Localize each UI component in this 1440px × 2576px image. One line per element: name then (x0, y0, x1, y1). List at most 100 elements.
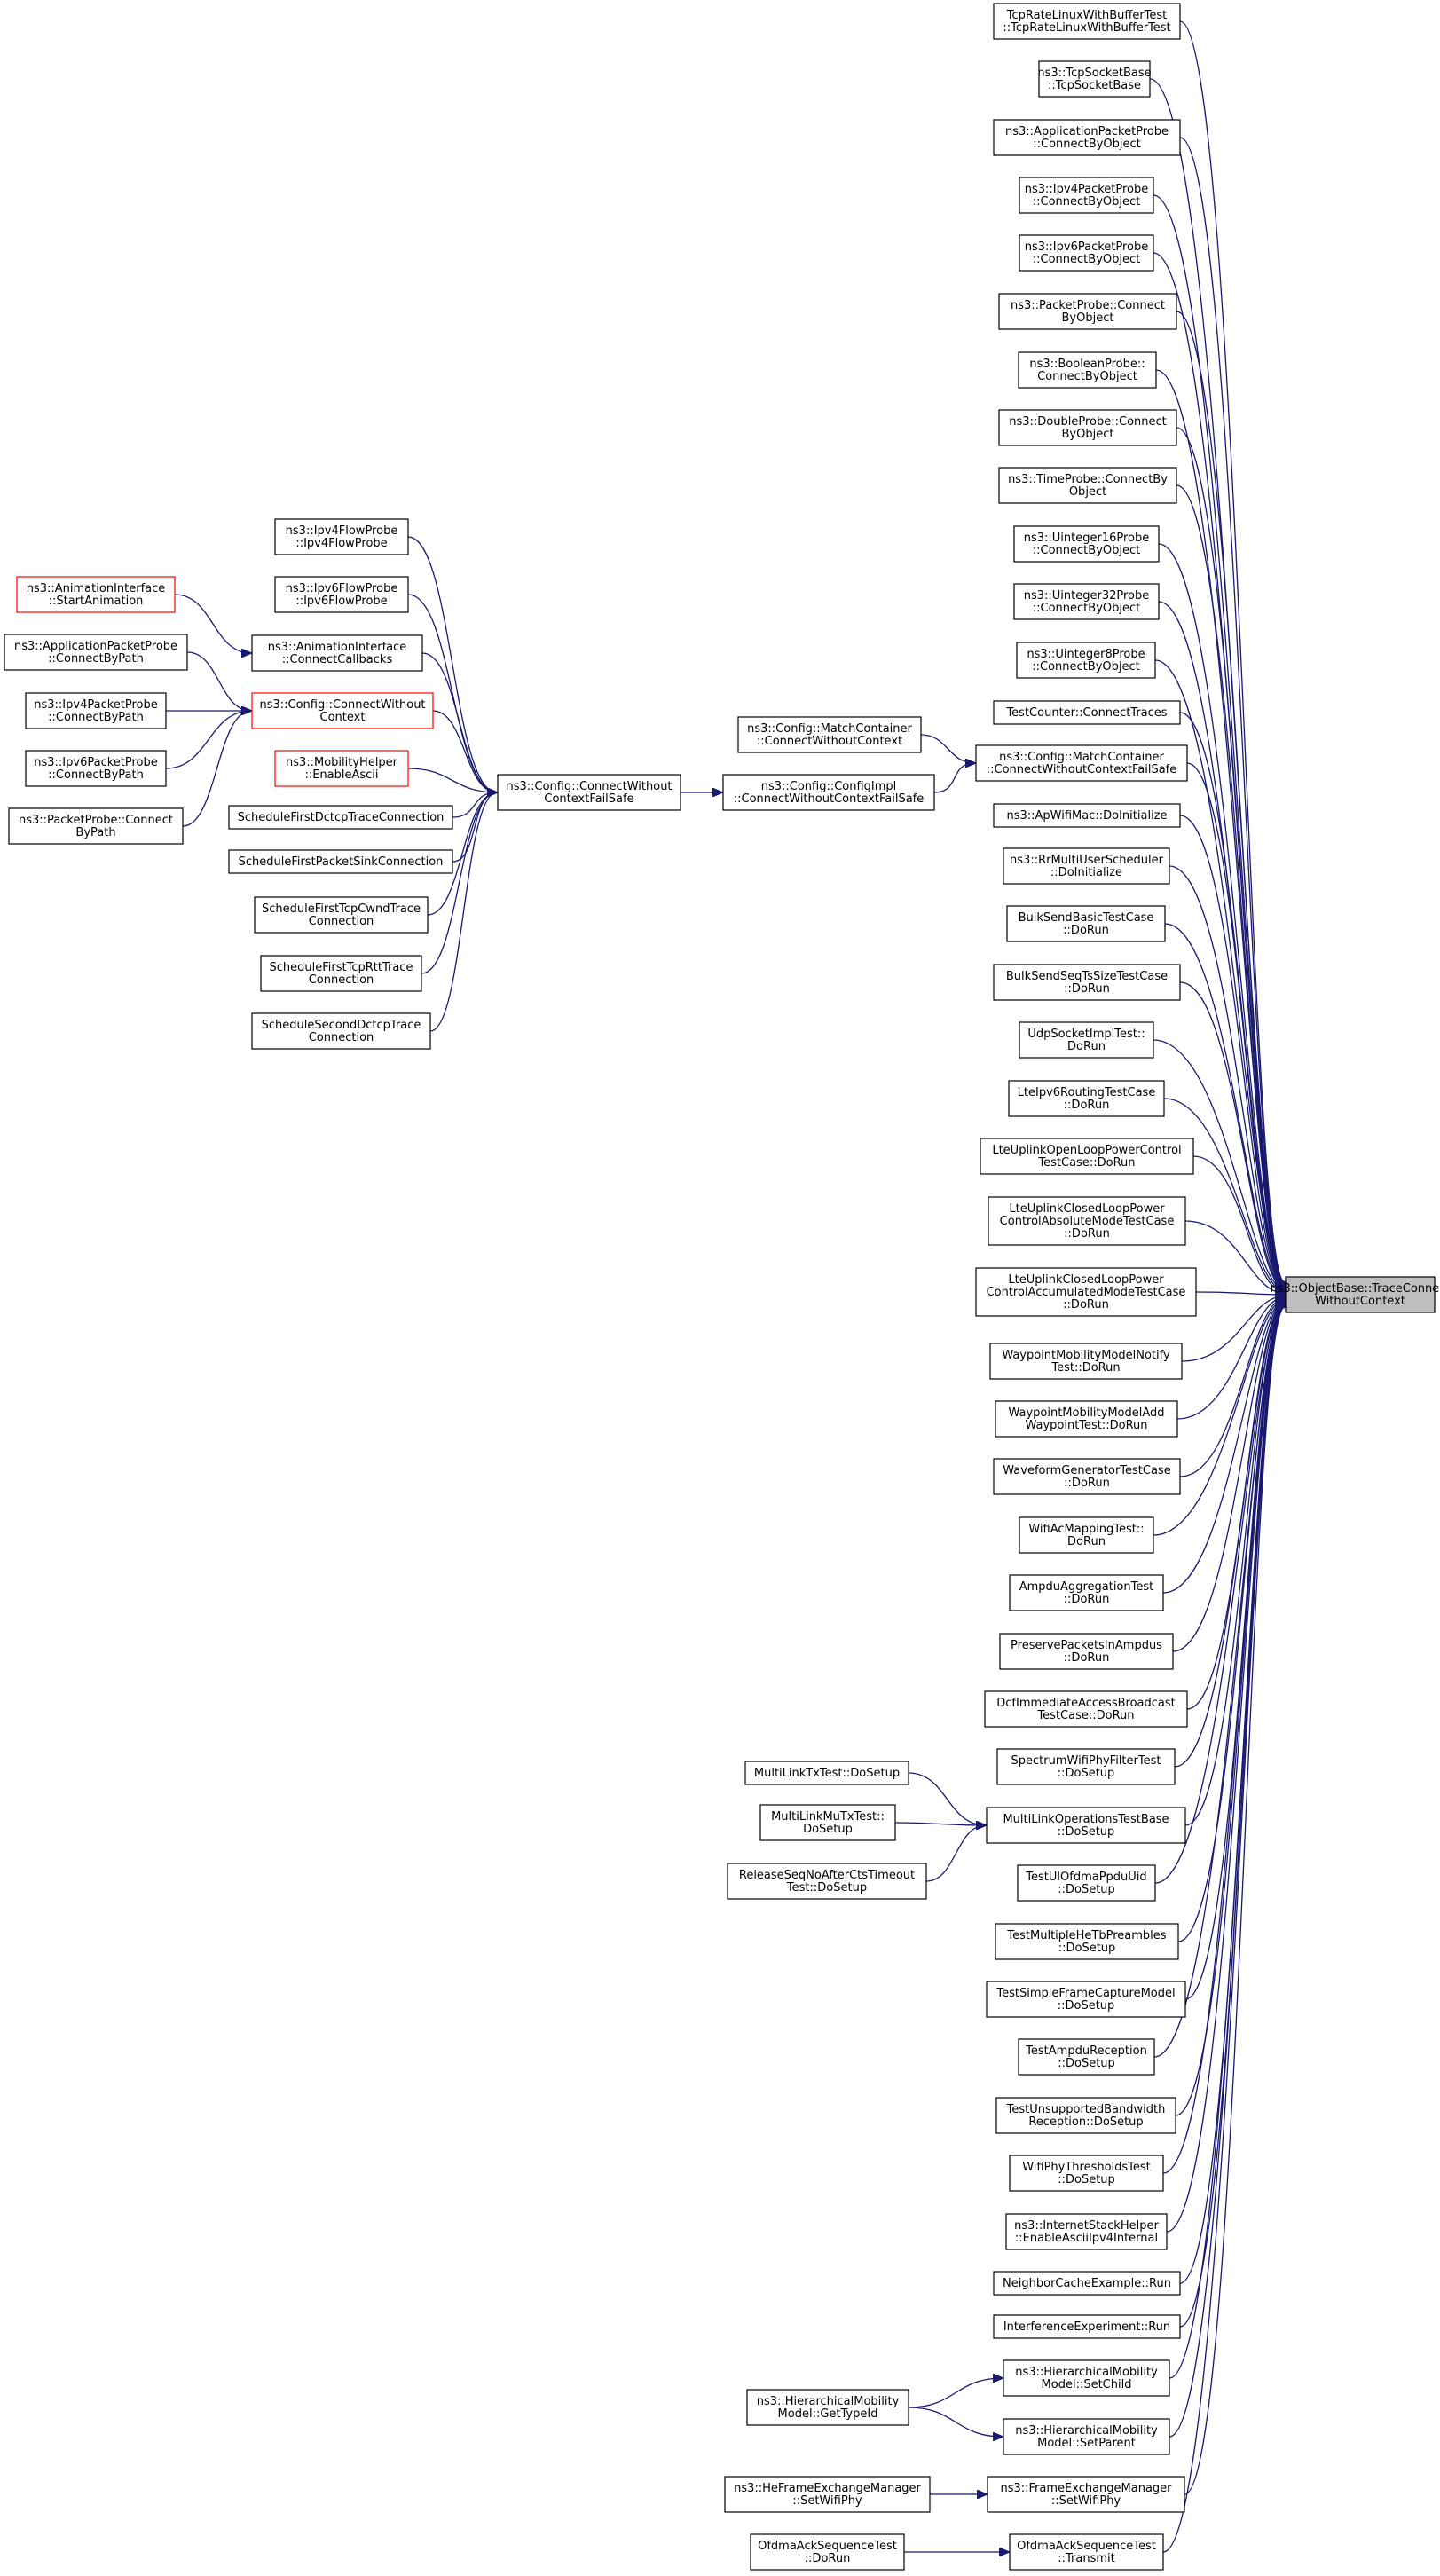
graph-node-r37[interactable]: TestUnsupportedBandwidthReception::DoSet… (995, 2097, 1176, 2134)
graph-node-c3[interactable]: ns3::AnimationInterface::ConnectCallback… (251, 634, 423, 672)
node-box (993, 2314, 1181, 2339)
graph-node-r22[interactable]: LteUplinkClosedLoopPowerControlAbsoluteM… (988, 1196, 1186, 1246)
graph-node-r7[interactable]: ns3::BooleanProbe::ConnectByObject (1018, 351, 1157, 389)
graph-node-l3[interactable]: ns3::Ipv4PacketProbe::ConnectByPath (25, 692, 167, 729)
node-box (1013, 525, 1160, 563)
node-label-line: ns3::ObjectBase::TraceConnect (1270, 1282, 1440, 1296)
graph-node-m7[interactable]: ns3::HeFrameExchangeManager::SetWifiPhy (724, 2476, 931, 2513)
graph-node-r27[interactable]: WifiAcMappingTest::DoRun (1019, 1516, 1154, 1554)
graph-node-c7[interactable]: ScheduleFirstPacketSinkConnection (228, 849, 453, 874)
graph-node-c4[interactable]: ns3::Config::ConnectWithoutContext (251, 692, 434, 729)
graph-node-c1[interactable]: ns3::Ipv4FlowProbe::Ipv4FlowProbe (274, 518, 409, 555)
graph-node-r13[interactable]: TestCounter::ConnectTraces (993, 700, 1181, 725)
graph-node-r31[interactable]: SpectrumWifiPhyFilterTest::DoSetup (996, 1748, 1176, 1785)
graph-node-r36[interactable]: TestAmpduReception::DoSetup (1018, 2038, 1155, 2076)
graph-node-l1[interactable]: ns3::AnimationInterface::StartAnimation (16, 576, 176, 613)
graph-node-r29[interactable]: PreservePacketsInAmpdus::DoRun (999, 1633, 1174, 1670)
node-label-line: ::EnableAscii (304, 768, 378, 782)
node-label-line: DoRun (1067, 1535, 1106, 1548)
graph-node-l2[interactable]: ns3::ApplicationPacketProbe::ConnectByPa… (4, 634, 188, 671)
graph-node-l5[interactable]: ns3::PacketProbe::ConnectByPath (8, 807, 184, 845)
node-label-line: ::DoRun (1063, 1298, 1109, 1312)
graph-node-r35[interactable]: TestSimpleFrameCaptureModel::DoSetup (986, 1981, 1186, 2018)
graph-node-r39[interactable]: ns3::InternetStackHelper::EnableAsciiIpv… (1005, 2213, 1168, 2250)
graph-node-r34[interactable]: TestMultipleHeTbPreambles::DoSetup (995, 1923, 1179, 1960)
graph-node-r11[interactable]: ns3::Uinteger32Probe::ConnectByObject (1013, 583, 1160, 620)
node-label-line: ns3::Ipv6PacketProbe (34, 756, 158, 769)
graph-node-c2[interactable]: ns3::Ipv6FlowProbe::Ipv6FlowProbe (274, 576, 409, 613)
graph-node-r30[interactable]: DcfImmediateAccessBroadcastTestCase::DoR… (984, 1690, 1188, 1728)
node-box (995, 1400, 1178, 1438)
graph-node-r8[interactable]: ns3::DoubleProbe::ConnectByObject (998, 409, 1177, 446)
graph-node-r12[interactable]: ns3::Uinteger8Probe::ConnectByObject (1016, 642, 1156, 679)
graph-node-target[interactable]: ns3::ObjectBase::TraceConnectWithoutCont… (1270, 1276, 1440, 1313)
graph-node-r28[interactable]: AmpduAggregationTest::DoRun (1009, 1574, 1164, 1611)
graph-node-m1[interactable]: ns3::Config::MatchContainer::ConnectWith… (737, 716, 922, 753)
graph-node-m3[interactable]: MultiLinkTxTest::DoSetup (744, 1761, 909, 1785)
node-label-line: ::EnableAsciiIpv4Internal (1015, 2232, 1158, 2245)
node-label-line: ns3::BooleanProbe:: (1029, 358, 1145, 371)
node-box (1019, 177, 1154, 214)
edge-m6-to-r42 (908, 2378, 1003, 2408)
node-box (996, 1748, 1176, 1785)
graph-node-r9[interactable]: ns3::TimeProbe::ConnectByObject (998, 467, 1177, 504)
node-box (25, 692, 167, 729)
graph-node-r25[interactable]: WaypointMobilityModelAddWaypointTest::Do… (995, 1400, 1178, 1438)
graph-node-r21[interactable]: LteUplinkOpenLoopPowerControlTestCase::D… (980, 1138, 1194, 1175)
graph-node-r18[interactable]: BulkSendSeqTsSizeTestCase::DoRun (993, 964, 1181, 1001)
graph-node-r19[interactable]: UdpSocketImplTest::DoRun (1019, 1021, 1154, 1059)
graph-node-r10[interactable]: ns3::Uinteger16Probe::ConnectByObject (1013, 525, 1160, 563)
graph-node-r44[interactable]: ns3::FrameExchangeManager::SetWifiPhy (987, 2476, 1185, 2513)
graph-node-l4[interactable]: ns3::Ipv6PacketProbe::ConnectByPath (25, 750, 167, 787)
node-box (984, 1690, 1188, 1728)
graph-node-r2[interactable]: ns3::TcpSocketBase::TcpSocketBase (1037, 60, 1152, 98)
graph-node-m2[interactable]: ns3::Config::ConfigImpl::ConnectWithoutC… (722, 774, 935, 811)
graph-node-r5[interactable]: ns3::Ipv6PacketProbe::ConnectByObject (1019, 234, 1154, 272)
graph-node-c5[interactable]: ns3::MobilityHelper::EnableAscii (274, 750, 409, 787)
node-label-line: DcfImmediateAccessBroadcast (996, 1697, 1175, 1710)
graph-node-r23[interactable]: LteUplinkClosedLoopPowerControlAccumulat… (975, 1267, 1197, 1317)
node-box (1006, 905, 1166, 942)
node-box (995, 1923, 1179, 1960)
graph-node-r1[interactable]: TcpRateLinuxWithBufferTest::TcpRateLinux… (993, 3, 1181, 40)
graph-node-m4[interactable]: MultiLinkMuTxTest::DoSetup (759, 1804, 896, 1841)
graph-node-r43[interactable]: ns3::HierarchicalMobilityModel::SetParen… (1003, 2418, 1170, 2455)
node-label-line: NeighborCacheExample::Run (1003, 2277, 1171, 2290)
graph-node-r41[interactable]: InterferenceExperiment::Run (993, 2314, 1181, 2339)
node-box (1009, 2155, 1164, 2192)
graph-node-r15[interactable]: ns3::ApWifiMac::DoInitialize (993, 803, 1181, 828)
edge-r1-to-target (1179, 20, 1285, 1282)
graph-node-r6[interactable]: ns3::PacketProbe::ConnectByObject (998, 293, 1177, 330)
graph-node-r45[interactable]: OfdmaAckSequenceTest::Transmit (1009, 2533, 1164, 2571)
graph-node-r3[interactable]: ns3::ApplicationPacketProbe::ConnectByOb… (993, 119, 1181, 156)
graph-node-r33[interactable]: TestUlOfdmaPpduUid::DoSetup (1017, 1864, 1156, 1902)
node-box (993, 700, 1181, 725)
graph-node-r40[interactable]: NeighborCacheExample::Run (993, 2271, 1181, 2296)
graph-node-r32[interactable]: MultiLinkOperationsTestBase::DoSetup (986, 1807, 1186, 1844)
graph-node-r16[interactable]: ns3::RrMultiUserScheduler::DoInitialize (1003, 847, 1170, 885)
graph-node-r17[interactable]: BulkSendBasicTestCase::DoRun (1006, 905, 1166, 942)
graph-node-m8[interactable]: OfdmaAckSequenceTest::DoRun (750, 2533, 905, 2571)
graph-node-r26[interactable]: WaveformGeneratorTestCase::DoRun (993, 1458, 1181, 1495)
node-box (986, 1807, 1186, 1844)
graph-node-c6[interactable]: ScheduleFirstDctcpTraceConnection (228, 805, 453, 830)
node-label-line: ::SetWifiPhy (1051, 2494, 1121, 2508)
node-label-line: ns3::Config::ConfigImpl (761, 780, 897, 793)
graph-node-r4[interactable]: ns3::Ipv4PacketProbe::ConnectByObject (1019, 177, 1154, 214)
node-box (254, 896, 429, 934)
node-label-line: ConnectByObject (1037, 370, 1137, 383)
node-box (1013, 583, 1160, 620)
graph-node-r38[interactable]: WifiPhyThresholdsTest::DoSetup (1009, 2155, 1164, 2192)
graph-node-c0[interactable]: ns3::Config::ConnectWithoutContextFailSa… (497, 774, 681, 811)
node-label-line: ::SetWifiPhy (792, 2494, 862, 2508)
node-label-line: LteUplinkClosedLoopPower (1008, 1273, 1164, 1287)
graph-node-m6[interactable]: ns3::HierarchicalMobilityModel::GetTypeI… (746, 2389, 909, 2426)
graph-node-r14[interactable]: ns3::Config::MatchContainer::ConnectWith… (975, 744, 1188, 782)
graph-node-r20[interactable]: LteIpv6RoutingTestCase::DoRun (1008, 1080, 1165, 1117)
